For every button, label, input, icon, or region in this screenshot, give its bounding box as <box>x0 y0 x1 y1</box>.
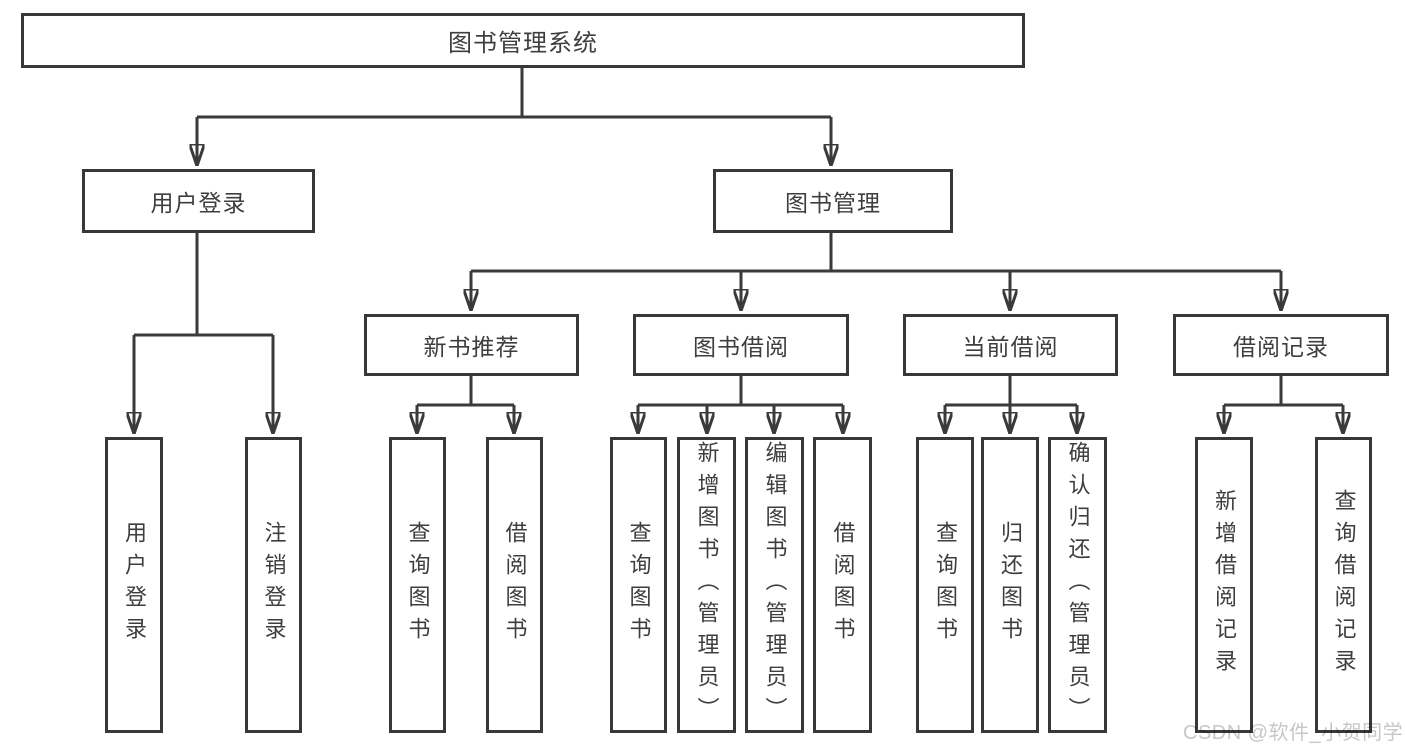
leaf-borrow-books: 借阅图书 <box>813 437 872 733</box>
node-library-management-system: 图书管理系统 <box>21 13 1025 68</box>
leaf-query-books-recommend-label: 查询图书 <box>405 521 431 649</box>
connector-book-borrowing-to-leaves <box>638 376 843 434</box>
node-new-book-recommend-label: 新书推荐 <box>423 334 520 360</box>
leaf-logout-label: 注销登录 <box>261 521 287 649</box>
node-user-login-label: 用户登录 <box>150 190 247 216</box>
leaf-query-books-borrowing-label: 查询图书 <box>626 521 652 649</box>
node-user-login: 用户登录 <box>82 169 315 233</box>
leaf-edit-books-admin-label: 编辑图书（管理员） <box>762 441 788 729</box>
leaf-add-borrow-record-label: 新增借阅记录 <box>1212 489 1237 681</box>
leaf-user-login-label: 用户登录 <box>122 521 147 649</box>
leaf-confirm-return-admin-label: 确认归还（管理员） <box>1065 441 1091 729</box>
node-borrow-records-label: 借阅记录 <box>1233 334 1329 360</box>
leaf-return-books-label: 归还图书 <box>998 521 1023 649</box>
leaf-return-books: 归还图书 <box>981 437 1039 733</box>
connector-borrow-records-to-leaves <box>1224 376 1343 434</box>
node-book-management-label: 图书管理 <box>785 190 881 216</box>
node-current-borrowing-label: 当前借阅 <box>962 334 1059 360</box>
leaf-query-books-borrowing: 查询图书 <box>610 437 667 733</box>
leaf-borrow-books-label: 借阅图书 <box>830 521 856 649</box>
node-borrow-records: 借阅记录 <box>1173 314 1389 376</box>
leaf-query-borrow-record: 查询借阅记录 <box>1315 437 1372 733</box>
node-current-borrowing: 当前借阅 <box>903 314 1118 376</box>
leaf-borrow-books-recommend: 借阅图书 <box>486 437 543 733</box>
leaf-add-borrow-record: 新增借阅记录 <box>1195 437 1253 733</box>
leaf-user-login: 用户登录 <box>105 437 163 733</box>
leaf-edit-books-admin: 编辑图书（管理员） <box>745 437 804 733</box>
connector-root-to-level2 <box>197 68 831 166</box>
leaf-logout: 注销登录 <box>245 437 302 733</box>
leaf-query-borrow-record-label: 查询借阅记录 <box>1331 489 1357 681</box>
connector-user-login-to-leaves <box>134 233 273 434</box>
leaf-add-books-admin: 新增图书（管理员） <box>677 437 736 733</box>
connector-new-book-recommend-to-leaves <box>417 376 514 434</box>
node-library-management-system-label: 图书管理系统 <box>448 30 598 57</box>
leaf-query-books-recommend: 查询图书 <box>389 437 446 733</box>
watermark: CSDN @软件_小贺同学 <box>1183 722 1404 744</box>
node-book-management: 图书管理 <box>713 169 953 233</box>
leaf-confirm-return-admin: 确认归还（管理员） <box>1048 437 1107 733</box>
leaf-query-books-current: 查询图书 <box>916 437 974 733</box>
leaf-add-books-admin-label: 新增图书（管理员） <box>694 441 720 729</box>
connector-current-borrowing-to-leaves <box>945 376 1077 434</box>
connector-book-management-to-level3 <box>471 233 1281 311</box>
node-book-borrowing: 图书借阅 <box>633 314 849 376</box>
leaf-query-books-current-label: 查询图书 <box>933 521 958 649</box>
node-new-book-recommend: 新书推荐 <box>364 314 579 376</box>
leaf-borrow-books-recommend-label: 借阅图书 <box>502 521 528 649</box>
node-book-borrowing-label: 图书借阅 <box>693 334 789 360</box>
